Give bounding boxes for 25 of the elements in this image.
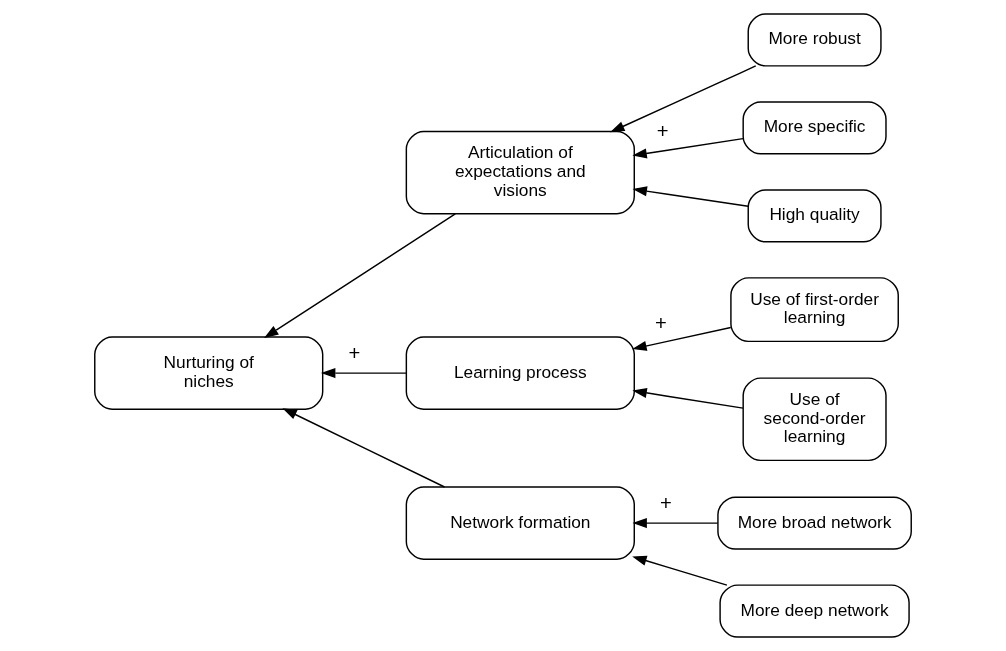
- arrow: [264, 213, 456, 339]
- arrow: [282, 408, 446, 488]
- arrow: [632, 555, 728, 586]
- node-box: More robust: [747, 13, 882, 67]
- node-box: More deep network: [719, 584, 910, 638]
- arrow: [610, 65, 757, 133]
- node-box: High quality: [747, 189, 882, 243]
- arrow: [632, 326, 732, 351]
- node-box: Network formation: [405, 486, 635, 560]
- node-box: Learning process: [405, 336, 635, 410]
- edge-label: +: [659, 492, 672, 515]
- arrow: [632, 518, 719, 529]
- node-box: Nurturing of niches: [94, 336, 324, 410]
- arrow: [632, 387, 744, 409]
- node-box: Use of first-order learning: [730, 277, 899, 343]
- node-box: Articulation of expectations and visions: [405, 130, 635, 215]
- edge-label: +: [348, 342, 361, 365]
- node-box: More specific: [742, 101, 887, 155]
- arrow: [632, 186, 749, 207]
- arrow: [320, 368, 407, 379]
- edge-label: +: [656, 120, 669, 143]
- node-box: More broad network: [717, 496, 912, 550]
- arrow: [632, 137, 744, 159]
- node-box: Use of second-order learning: [742, 377, 887, 462]
- edge-label: +: [655, 311, 667, 334]
